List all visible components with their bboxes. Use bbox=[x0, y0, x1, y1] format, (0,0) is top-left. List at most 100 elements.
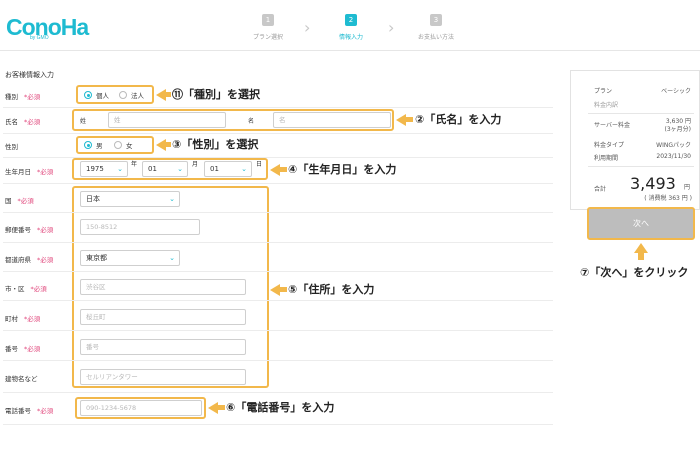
order-summary-panel bbox=[570, 70, 700, 210]
building-label: 建物名など bbox=[5, 375, 38, 383]
row-divider bbox=[3, 424, 553, 425]
chevron-down-icon: ⌄ bbox=[177, 165, 183, 173]
next-button[interactable]: 次へ bbox=[587, 207, 695, 240]
row-divider bbox=[3, 360, 553, 361]
server-fee-value: 3,630 円 bbox=[665, 118, 691, 125]
annotation-arrow bbox=[270, 164, 280, 176]
panel-divider bbox=[588, 113, 694, 114]
annotation-arrow-tail bbox=[405, 117, 413, 122]
fee-type-label: 料金タイプ bbox=[594, 142, 625, 149]
server-fee-label: サーバー料金 bbox=[594, 122, 630, 129]
annotation-birthdate: ④「生年月日」を入力 bbox=[288, 163, 397, 176]
row-divider bbox=[3, 242, 553, 243]
town-input[interactable]: 桜丘町 bbox=[80, 309, 246, 325]
postal-input[interactable]: 150-8512 bbox=[80, 219, 200, 235]
gender-highlight bbox=[76, 136, 154, 154]
first-name-label: 名 bbox=[248, 118, 255, 125]
phone-label: 電話番号*必須 bbox=[5, 407, 54, 415]
country-select[interactable]: 日本⌄ bbox=[80, 191, 180, 207]
phone-highlight bbox=[75, 397, 206, 419]
type-highlight bbox=[76, 85, 154, 104]
total-label: 合計 bbox=[594, 186, 607, 193]
birth-month-select[interactable]: 01⌄ bbox=[142, 161, 188, 177]
logo-subtext: by GMO bbox=[30, 35, 49, 41]
annotation-arrow-tail bbox=[165, 142, 171, 147]
period-value: 2023/11/30 bbox=[656, 153, 691, 160]
fee-type-value: WINGパック bbox=[656, 142, 691, 149]
prefecture-select[interactable]: 東京都⌄ bbox=[80, 250, 180, 266]
header-divider bbox=[0, 50, 700, 51]
city-label: 市・区*必須 bbox=[5, 285, 47, 293]
birthdate-highlight bbox=[72, 158, 268, 180]
gender-male-radio[interactable] bbox=[84, 141, 92, 149]
prefecture-label: 都道府県*必須 bbox=[5, 256, 54, 264]
row-divider bbox=[3, 107, 553, 108]
conoha-logo[interactable]: ConoHa bbox=[6, 14, 89, 40]
total-unit: 円 bbox=[684, 184, 691, 191]
server-fee-note: (3ヶ月分) bbox=[664, 126, 692, 133]
annotation-gender: ③「性別」を選択 bbox=[172, 138, 259, 151]
first-name-input[interactable]: 名 bbox=[273, 112, 391, 128]
gender-female-label[interactable]: 女 bbox=[126, 142, 133, 150]
postal-label: 郵便番号*必須 bbox=[5, 226, 54, 234]
gender-female-radio[interactable] bbox=[114, 141, 122, 149]
name-label: 氏名*必須 bbox=[5, 118, 41, 126]
type-corporate-label[interactable]: 法人 bbox=[131, 92, 144, 100]
number-input[interactable]: 番号 bbox=[80, 339, 246, 355]
step-2-label: 情報入力 bbox=[338, 34, 363, 41]
section-title: お客様情報入力 bbox=[5, 71, 54, 79]
total-amount: 3,493 bbox=[630, 174, 676, 193]
panel-divider bbox=[588, 166, 694, 167]
row-divider bbox=[3, 133, 553, 134]
chevron-down-icon: ⌄ bbox=[117, 165, 123, 173]
step-1-label: プラン選択 bbox=[252, 34, 283, 41]
period-label: 利用期間 bbox=[594, 155, 619, 162]
type-individual-label[interactable]: 個人 bbox=[96, 92, 109, 100]
row-divider bbox=[3, 271, 553, 272]
day-unit: 日 bbox=[256, 161, 263, 168]
row-divider bbox=[3, 212, 553, 213]
step-2-number: 2 bbox=[345, 14, 357, 26]
birth-year-select[interactable]: 1975⌄ bbox=[80, 161, 128, 177]
annotation-arrow bbox=[396, 114, 406, 126]
plan-label: プラン bbox=[594, 88, 613, 95]
number-label: 番号*必須 bbox=[5, 345, 41, 353]
breakdown-label: 料金内訳 bbox=[594, 102, 619, 109]
step-1-number: 1 bbox=[262, 14, 274, 26]
chevron-right-icon: › bbox=[388, 18, 395, 37]
annotation-next: ⑦「次へ」をクリック bbox=[580, 266, 689, 279]
annotation-arrow bbox=[208, 402, 218, 414]
chevron-right-icon: › bbox=[304, 18, 311, 37]
last-name-input[interactable]: 姓 bbox=[108, 112, 226, 128]
birth-day-select[interactable]: 01⌄ bbox=[204, 161, 252, 177]
year-unit: 年 bbox=[131, 161, 138, 168]
row-divider bbox=[3, 183, 553, 184]
name-highlight bbox=[72, 109, 394, 131]
chevron-down-icon: ⌄ bbox=[241, 165, 247, 173]
annotation-name: ②「氏名」を入力 bbox=[415, 113, 502, 126]
gender-male-label[interactable]: 男 bbox=[96, 142, 103, 150]
building-input[interactable]: セルリアンタワー bbox=[80, 369, 246, 385]
row-divider bbox=[3, 300, 553, 301]
step-3-number: 3 bbox=[430, 14, 442, 26]
type-corporate-radio[interactable] bbox=[119, 91, 127, 99]
step-3-label: お支払い方法 bbox=[417, 34, 454, 41]
city-input[interactable]: 渋谷区 bbox=[80, 279, 246, 295]
country-label: 国*必須 bbox=[5, 197, 34, 205]
annotation-arrow bbox=[270, 284, 280, 296]
annotation-address: ⑤「住所」を入力 bbox=[288, 283, 375, 296]
annotation-phone: ⑥「電話番号」を入力 bbox=[226, 401, 335, 414]
row-divider bbox=[3, 330, 553, 331]
gender-label: 性別 bbox=[5, 143, 18, 151]
row-divider bbox=[3, 157, 553, 158]
annotation-arrow bbox=[156, 89, 166, 101]
month-unit: 月 bbox=[192, 161, 199, 168]
annotation-arrow-up bbox=[634, 243, 648, 253]
phone-input[interactable]: 090-1234-5678 bbox=[80, 400, 202, 416]
annotation-arrow bbox=[156, 139, 166, 151]
plan-value: ベーシック bbox=[661, 88, 691, 95]
tax-note: ( 消費税 363 円 ) bbox=[644, 195, 692, 202]
type-individual-radio[interactable] bbox=[84, 91, 92, 99]
annotation-arrow-tail bbox=[217, 405, 225, 410]
last-name-label: 姓 bbox=[80, 118, 87, 125]
